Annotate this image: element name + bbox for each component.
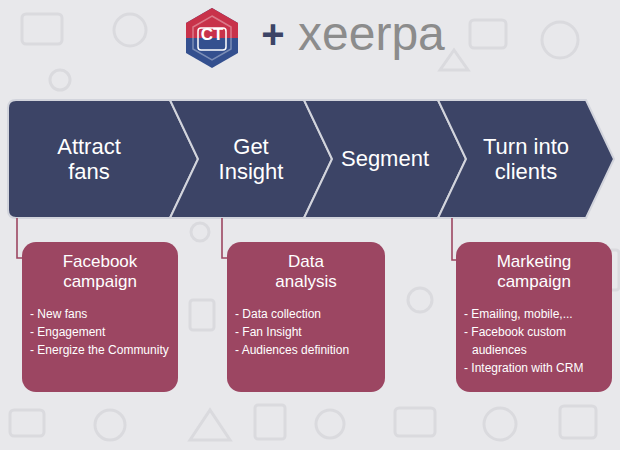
leader-line (452, 218, 456, 260)
dot-icon (408, 288, 432, 312)
detail-box: Facebook campaign - New fans- Engagement-… (22, 242, 178, 392)
logo-hexagon (186, 8, 238, 68)
bullet-item: - Engagement (22, 323, 178, 341)
step-label: Get Insight (201, 134, 301, 185)
brand-name: xeerpa (298, 8, 428, 61)
chevron-outline (8, 100, 198, 218)
bullet-item: - New fans (22, 305, 178, 323)
chevron-text-area: Segment (304, 100, 466, 218)
box-title: Marketing campaign (484, 252, 584, 293)
leader-connector (222, 218, 227, 258)
box-title: Facebook campaign (50, 252, 150, 293)
step-label: Attract fans (39, 134, 139, 185)
clock-icon (114, 14, 146, 46)
box-icon (190, 300, 214, 330)
box-icon (10, 410, 44, 436)
step-label: Turn into clients (476, 134, 576, 185)
bullet-item: - Audiences definition (227, 341, 385, 359)
chevron-text-area: Attract fans (8, 100, 198, 218)
icon-pattern (10, 14, 619, 440)
bullet-item: - Fan Insight (227, 323, 385, 341)
dot-icon (191, 223, 209, 241)
chevron-text-area: Get Insight (170, 100, 332, 218)
clock-icon (484, 408, 516, 440)
bullet-item: - Emailing, mobile,... (456, 305, 612, 323)
plus-sign: + (256, 12, 290, 56)
cup-icon (255, 405, 285, 439)
triangle-icon (440, 50, 468, 70)
logo-text: CT (186, 26, 238, 45)
badge-icon (542, 22, 578, 58)
ticket-icon (395, 408, 435, 436)
detail-box: Data analysis - Data collection- Fan Insi… (227, 242, 385, 392)
chevron-text-area: Turn into clients (438, 100, 614, 218)
leader-connector (452, 218, 456, 260)
leader-line (17, 218, 22, 258)
step-label: Segment (341, 146, 429, 171)
camera-icon (470, 20, 506, 48)
bullet-item: - Facebook custom audiences (456, 323, 612, 359)
clock-icon (95, 410, 125, 440)
chevron-outline (304, 100, 466, 218)
ct-logo (186, 8, 238, 68)
gift-icon (560, 406, 596, 438)
process-chevron: Segment (304, 100, 466, 218)
leader-line (222, 218, 227, 258)
dot-icon (50, 70, 70, 90)
suitcase-icon (22, 14, 62, 44)
process-chevron: Turn into clients (438, 100, 614, 218)
dot-icon (316, 410, 344, 438)
process-chevron: Attract fans (8, 100, 198, 218)
bullet-item: - Integration with CRM (456, 359, 612, 377)
chevron-outline (438, 100, 614, 218)
bullet-item: - Energize the Community (22, 341, 178, 359)
chevron-outline (170, 100, 332, 218)
leader-connector (17, 218, 22, 258)
detail-box: Marketing campaign - Emailing, mobile,...… (456, 242, 612, 392)
process-chevron: Get Insight (170, 100, 332, 218)
box-title: Data analysis (256, 252, 356, 293)
bullet-item: - Data collection (227, 305, 385, 323)
triangle-icon (190, 410, 230, 440)
